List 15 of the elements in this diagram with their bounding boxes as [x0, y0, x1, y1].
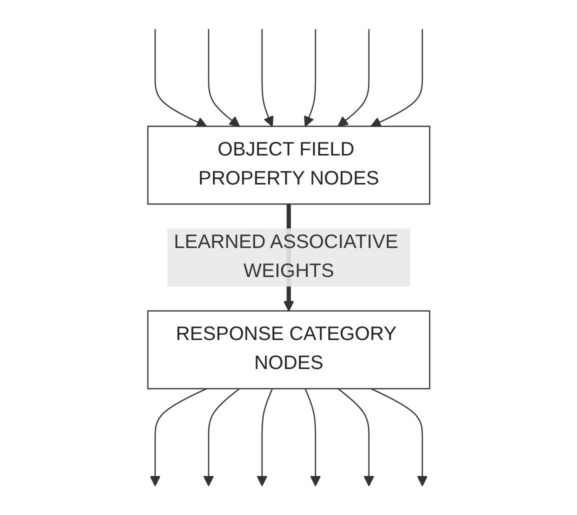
node-box: OBJECT FIELD PROPERTY NODES	[147, 126, 430, 205]
arrow	[150, 388, 207, 486]
arrow	[304, 388, 321, 486]
arrow	[256, 388, 273, 486]
arrow	[370, 388, 428, 486]
arrow	[202, 388, 240, 486]
node-box: RESPONSE CATEGORY NODES	[147, 310, 430, 390]
arrow	[208, 29, 240, 127]
arrow	[370, 29, 423, 128]
edge-label: LEARNED ASSOCIATIVE WEIGHTS	[174, 232, 398, 282]
arrow	[337, 29, 370, 127]
arrow	[304, 29, 316, 127]
arrow	[154, 29, 207, 128]
arrow	[337, 388, 374, 486]
arrow	[261, 29, 274, 127]
